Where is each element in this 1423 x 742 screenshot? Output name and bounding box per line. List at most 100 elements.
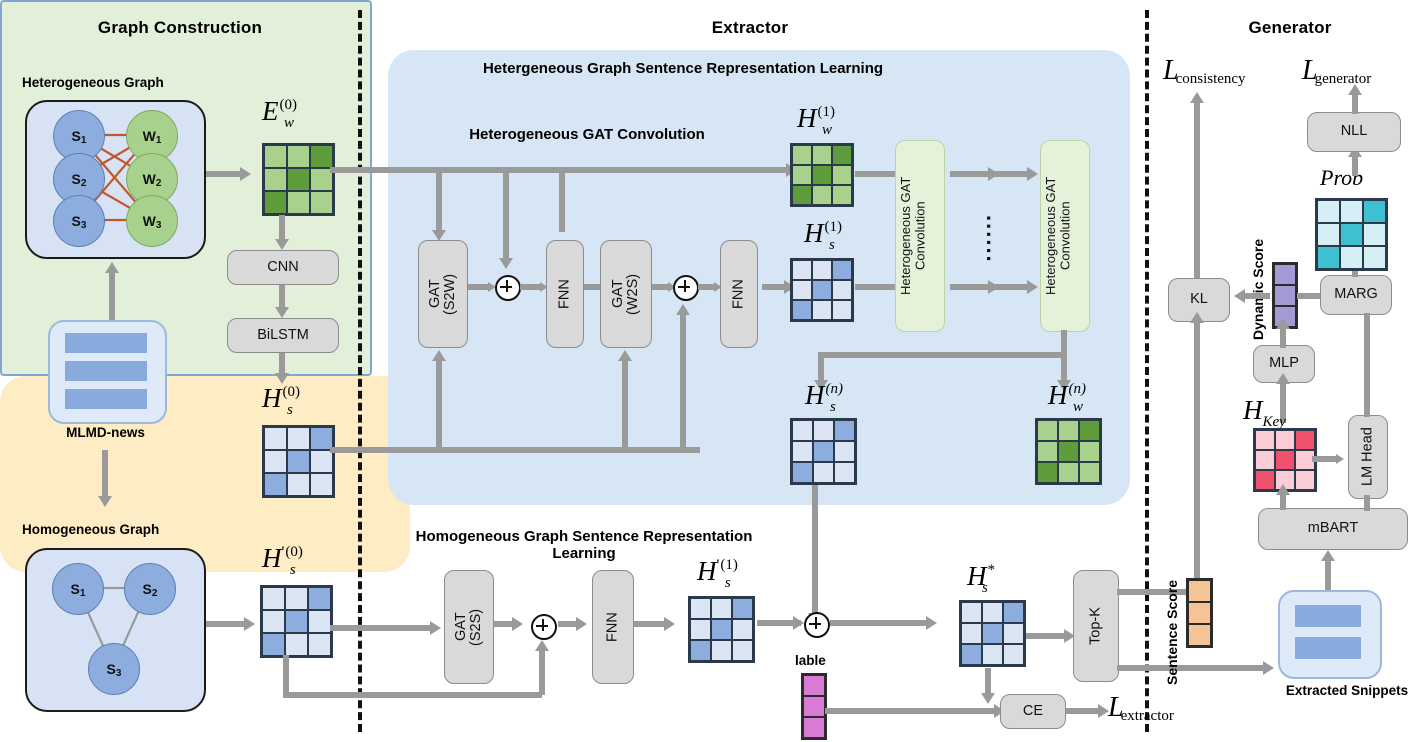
matrix-cell [982, 644, 1003, 665]
arrow-dynamic-to-kl-head [1234, 289, 1245, 303]
hetero-gat-conv-stack-1[interactable]: Heterogeneous GAT Convolution [895, 140, 945, 332]
arrowhead-hsp0-into-homo [430, 620, 441, 635]
mlp-box[interactable]: MLP [1253, 345, 1315, 383]
matrix-cell [812, 165, 832, 185]
matrix-cell [812, 145, 832, 165]
line-bus-down-plus1 [503, 167, 509, 260]
arrow-Ew-to-cnn-line [279, 215, 285, 241]
matrix-cell [308, 587, 331, 610]
matrix-label-Hwn-sup: (n) [1068, 381, 1087, 397]
arrow-cnn-to-bilstm-line [279, 285, 285, 309]
mlmd-news-label: MLMD-news [66, 425, 145, 440]
matrix-cell [690, 598, 711, 619]
matrix-cell [834, 420, 855, 441]
vector-cell [803, 675, 825, 696]
matrix-cell [1058, 462, 1079, 483]
arrow-plus-homo-to-fnn-line [558, 621, 578, 627]
matrix-cell [813, 462, 834, 483]
marg-box[interactable]: MARG [1320, 275, 1392, 315]
line-mlp-to-dynamic-score [1280, 326, 1286, 348]
gat-w2s-box[interactable]: GAT (W2S) [600, 240, 652, 348]
homo-node-s1-label: S1 [70, 581, 86, 599]
matrix-cell [1275, 430, 1295, 450]
fnn-box-2[interactable]: FNN [720, 240, 758, 348]
matrix-cell [813, 441, 834, 462]
matrix-label-Hs0-sup: (0) [282, 384, 301, 400]
loss-extractor-sub: extractor [1120, 708, 1174, 724]
matrix-label-Hs1: H(1)s [804, 218, 847, 253]
matrix-Hs1-prime [688, 596, 755, 663]
loss-generator-sub: generator [1314, 71, 1372, 87]
bilstm-box[interactable]: BiLSTM [227, 318, 339, 353]
mbart-box[interactable]: mBART [1258, 508, 1408, 550]
line-label-to-ce [825, 708, 998, 714]
arrowhead-conv2-down-right [1056, 380, 1071, 391]
matrix-label-Ew0-sub: w [284, 115, 295, 131]
matrix-cell [982, 623, 1003, 644]
matrix-cell [792, 441, 813, 462]
arrow-dynamic-to-kl-line [1244, 293, 1270, 299]
matrix-cell [1255, 450, 1275, 470]
lm-head-box[interactable]: LM Head [1348, 415, 1388, 499]
gat-s2s-box[interactable]: GAT (S2S) [444, 570, 494, 684]
arrow-gat-s2w-to-plus1-line [468, 284, 490, 290]
section-title-extractor: Extractor [711, 18, 789, 37]
divider-right [1145, 10, 1149, 732]
matrix-cell [832, 300, 852, 320]
line-hsstar-to-topk [1026, 633, 1068, 639]
arrowhead-kl-to-loss-consistency [1189, 92, 1204, 103]
matrix-cell [262, 610, 285, 633]
arrow-conv1-to-mid-bot-line [950, 284, 990, 290]
line-hsp0-into-homo [330, 625, 434, 631]
arrow-bilstm-to-Hs0-line [279, 353, 285, 375]
mlmd-news-line-1 [65, 333, 147, 353]
gat-w2s-label: GAT (W2S) [609, 273, 641, 314]
gat-w2s-line1: GAT [609, 279, 626, 309]
matrix-cell [1255, 430, 1275, 450]
matrix-cell [832, 260, 852, 280]
cnn-box[interactable]: CNN [227, 250, 339, 285]
vector-cell [803, 696, 825, 717]
vector-cell [1188, 602, 1211, 624]
topk-box[interactable]: Top-K [1073, 570, 1119, 682]
matrix-label-Hwn-sub: w [1073, 399, 1084, 415]
matrix-label-Hs0-base: H [262, 383, 282, 413]
matrix-label-Hw1: H(1)w [797, 103, 844, 138]
fnn-box-1[interactable]: FNN [546, 240, 584, 348]
matrix-prob [1315, 198, 1388, 271]
matrix-cell [264, 450, 287, 473]
arrow-gat-s2s-to-plus-line [494, 621, 514, 627]
matrix-cell [1363, 246, 1386, 269]
fnn-box-homo[interactable]: FNN [592, 570, 634, 684]
homo-node-s2-label: S2 [142, 581, 158, 599]
matrix-cell [285, 633, 308, 656]
arrow-mid-to-conv2-top-line [985, 171, 1029, 177]
gat-s2w-box[interactable]: GAT (S2W) [418, 240, 468, 348]
homogeneous-graph-label: Homogeneous Graph [22, 522, 160, 537]
dynamic-score-label: Dynamic Score [1250, 238, 1266, 340]
matrix-label-Hs1-prime-sup: (1) [720, 557, 738, 573]
matrix-label-Hw1-base: H [797, 103, 817, 133]
arrowhead-hkey-to-mlp [1275, 373, 1290, 384]
extracted-snippets-label: Extracted Snippets [1285, 683, 1409, 698]
line-bus-up-plus2 [680, 312, 686, 450]
matrix-label-Ew0-sup: (0) [279, 97, 298, 113]
arrow-mid-to-conv2-bot-line [985, 284, 1029, 290]
loss-consistency-sub: consistency [1175, 71, 1246, 87]
matrix-cell [792, 145, 812, 165]
arrowhead-mlp-to-dynamic-score [1275, 318, 1290, 329]
matrix-cell [264, 473, 287, 496]
hetero-gat-conv-stack-2[interactable]: Heterogeneous GAT Convolution [1040, 140, 1090, 332]
ce-box[interactable]: CE [1000, 694, 1066, 729]
line-extractor-bus-bottom [404, 447, 700, 453]
arrow-dataset-to-homo-head [97, 496, 112, 507]
matrix-cell [310, 168, 333, 191]
vector-cell [803, 717, 825, 738]
matrix-label-Hs1-base: H [804, 218, 824, 248]
matrix-cell [287, 191, 310, 214]
nll-box[interactable]: NLL [1307, 112, 1401, 152]
arrow-gat-s2s-to-plus-head [512, 617, 523, 631]
matrix-label-Hsn: H(n)s [805, 380, 848, 415]
matrix-cell [792, 165, 812, 185]
matrix-cell [310, 450, 333, 473]
